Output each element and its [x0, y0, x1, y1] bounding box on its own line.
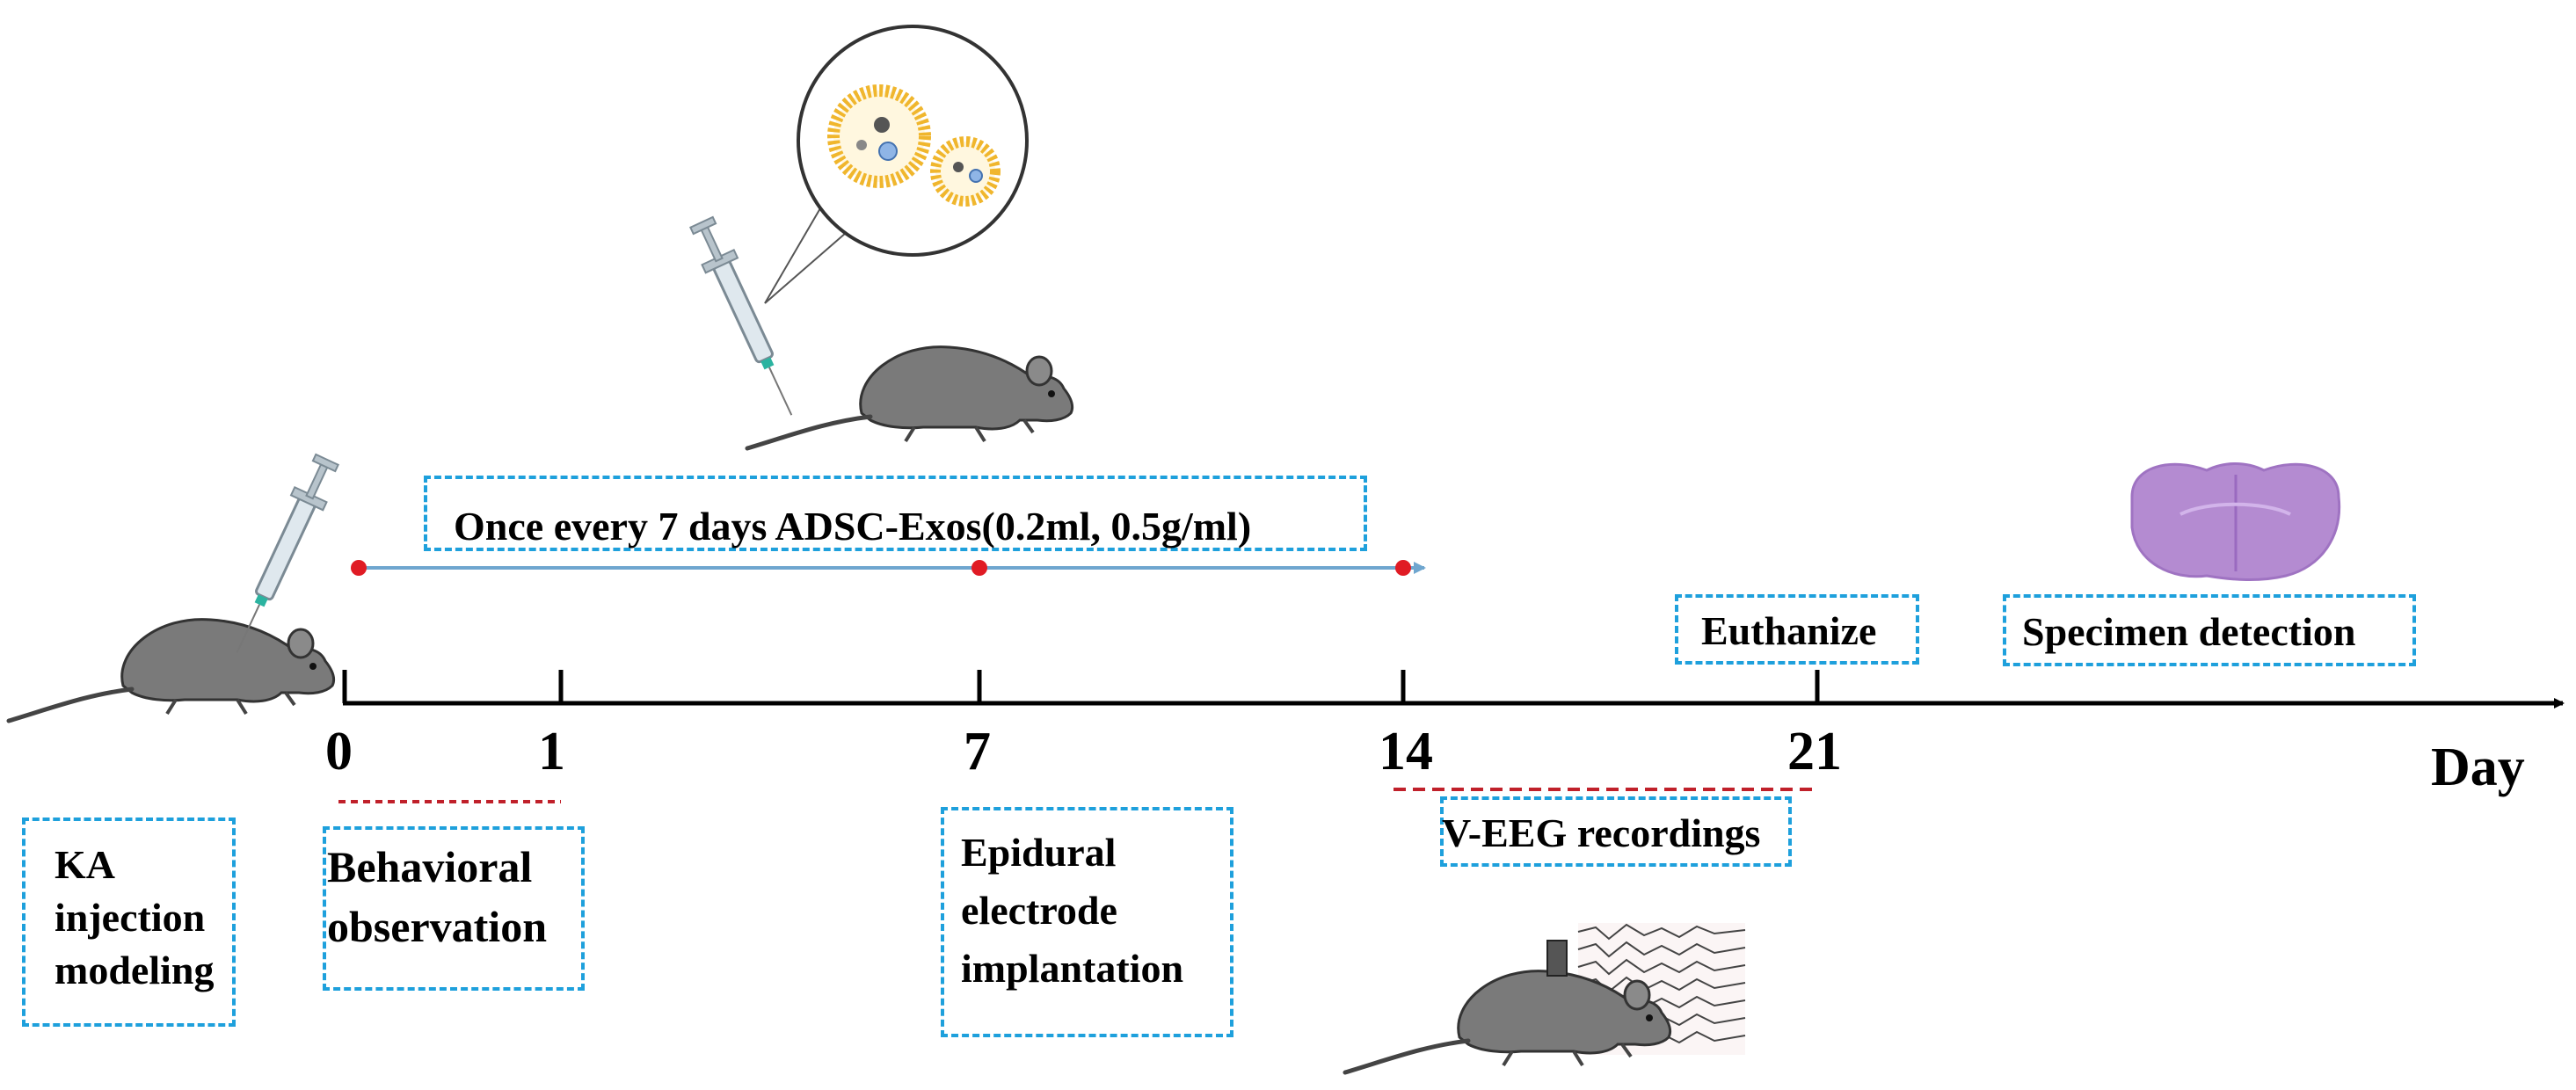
- treatment-label: Once every 7 days ADSC-Exos(0.2ml, 0.5g/…: [454, 504, 1252, 549]
- syringe-icon: [684, 213, 809, 425]
- euthanize-box: [1675, 594, 1919, 665]
- tick-label-0: 0: [325, 722, 353, 781]
- ka-line-1: KA: [55, 842, 115, 887]
- tick-label-1: 1: [538, 722, 565, 781]
- behavioral-box: [323, 826, 585, 991]
- epidural-box: [941, 807, 1233, 1037]
- euthanize-label: Euthanize: [1701, 608, 1877, 653]
- ka-line-2: injection: [55, 895, 206, 940]
- tick-label-14: 14: [1379, 722, 1433, 781]
- specimen-box: [2003, 594, 2416, 666]
- tick-label-7: 7: [964, 722, 991, 781]
- specimen-label: Specimen detection: [2022, 609, 2356, 654]
- treatment-dot: [971, 560, 987, 576]
- treatment-box: [424, 476, 1367, 551]
- ka-box: [22, 818, 236, 1027]
- epidural-line-3: implantation: [961, 946, 1184, 991]
- behavioral-line-1: Behavioral: [327, 842, 533, 891]
- axis-label-day: Day: [2431, 738, 2525, 797]
- exosome-icon: [797, 25, 1029, 257]
- mouse-icon: [747, 347, 1073, 448]
- electrode-headstage: [1546, 940, 1568, 977]
- ka-line-3: modeling: [55, 948, 215, 992]
- veeg-label: V-EEG recordings: [1442, 810, 1761, 855]
- treatment-dot: [1395, 560, 1411, 576]
- brain-slice-icon: [2130, 462, 2341, 581]
- treatment-dot: [351, 560, 367, 576]
- epidural-line-1: Epidural: [961, 830, 1117, 875]
- epidural-line-2: electrode: [961, 888, 1117, 933]
- behavioral-line-2: observation: [327, 902, 547, 951]
- tick-label-21: 21: [1787, 722, 1842, 781]
- veeg-box: [1440, 796, 1792, 867]
- mouse-icon: [9, 620, 334, 721]
